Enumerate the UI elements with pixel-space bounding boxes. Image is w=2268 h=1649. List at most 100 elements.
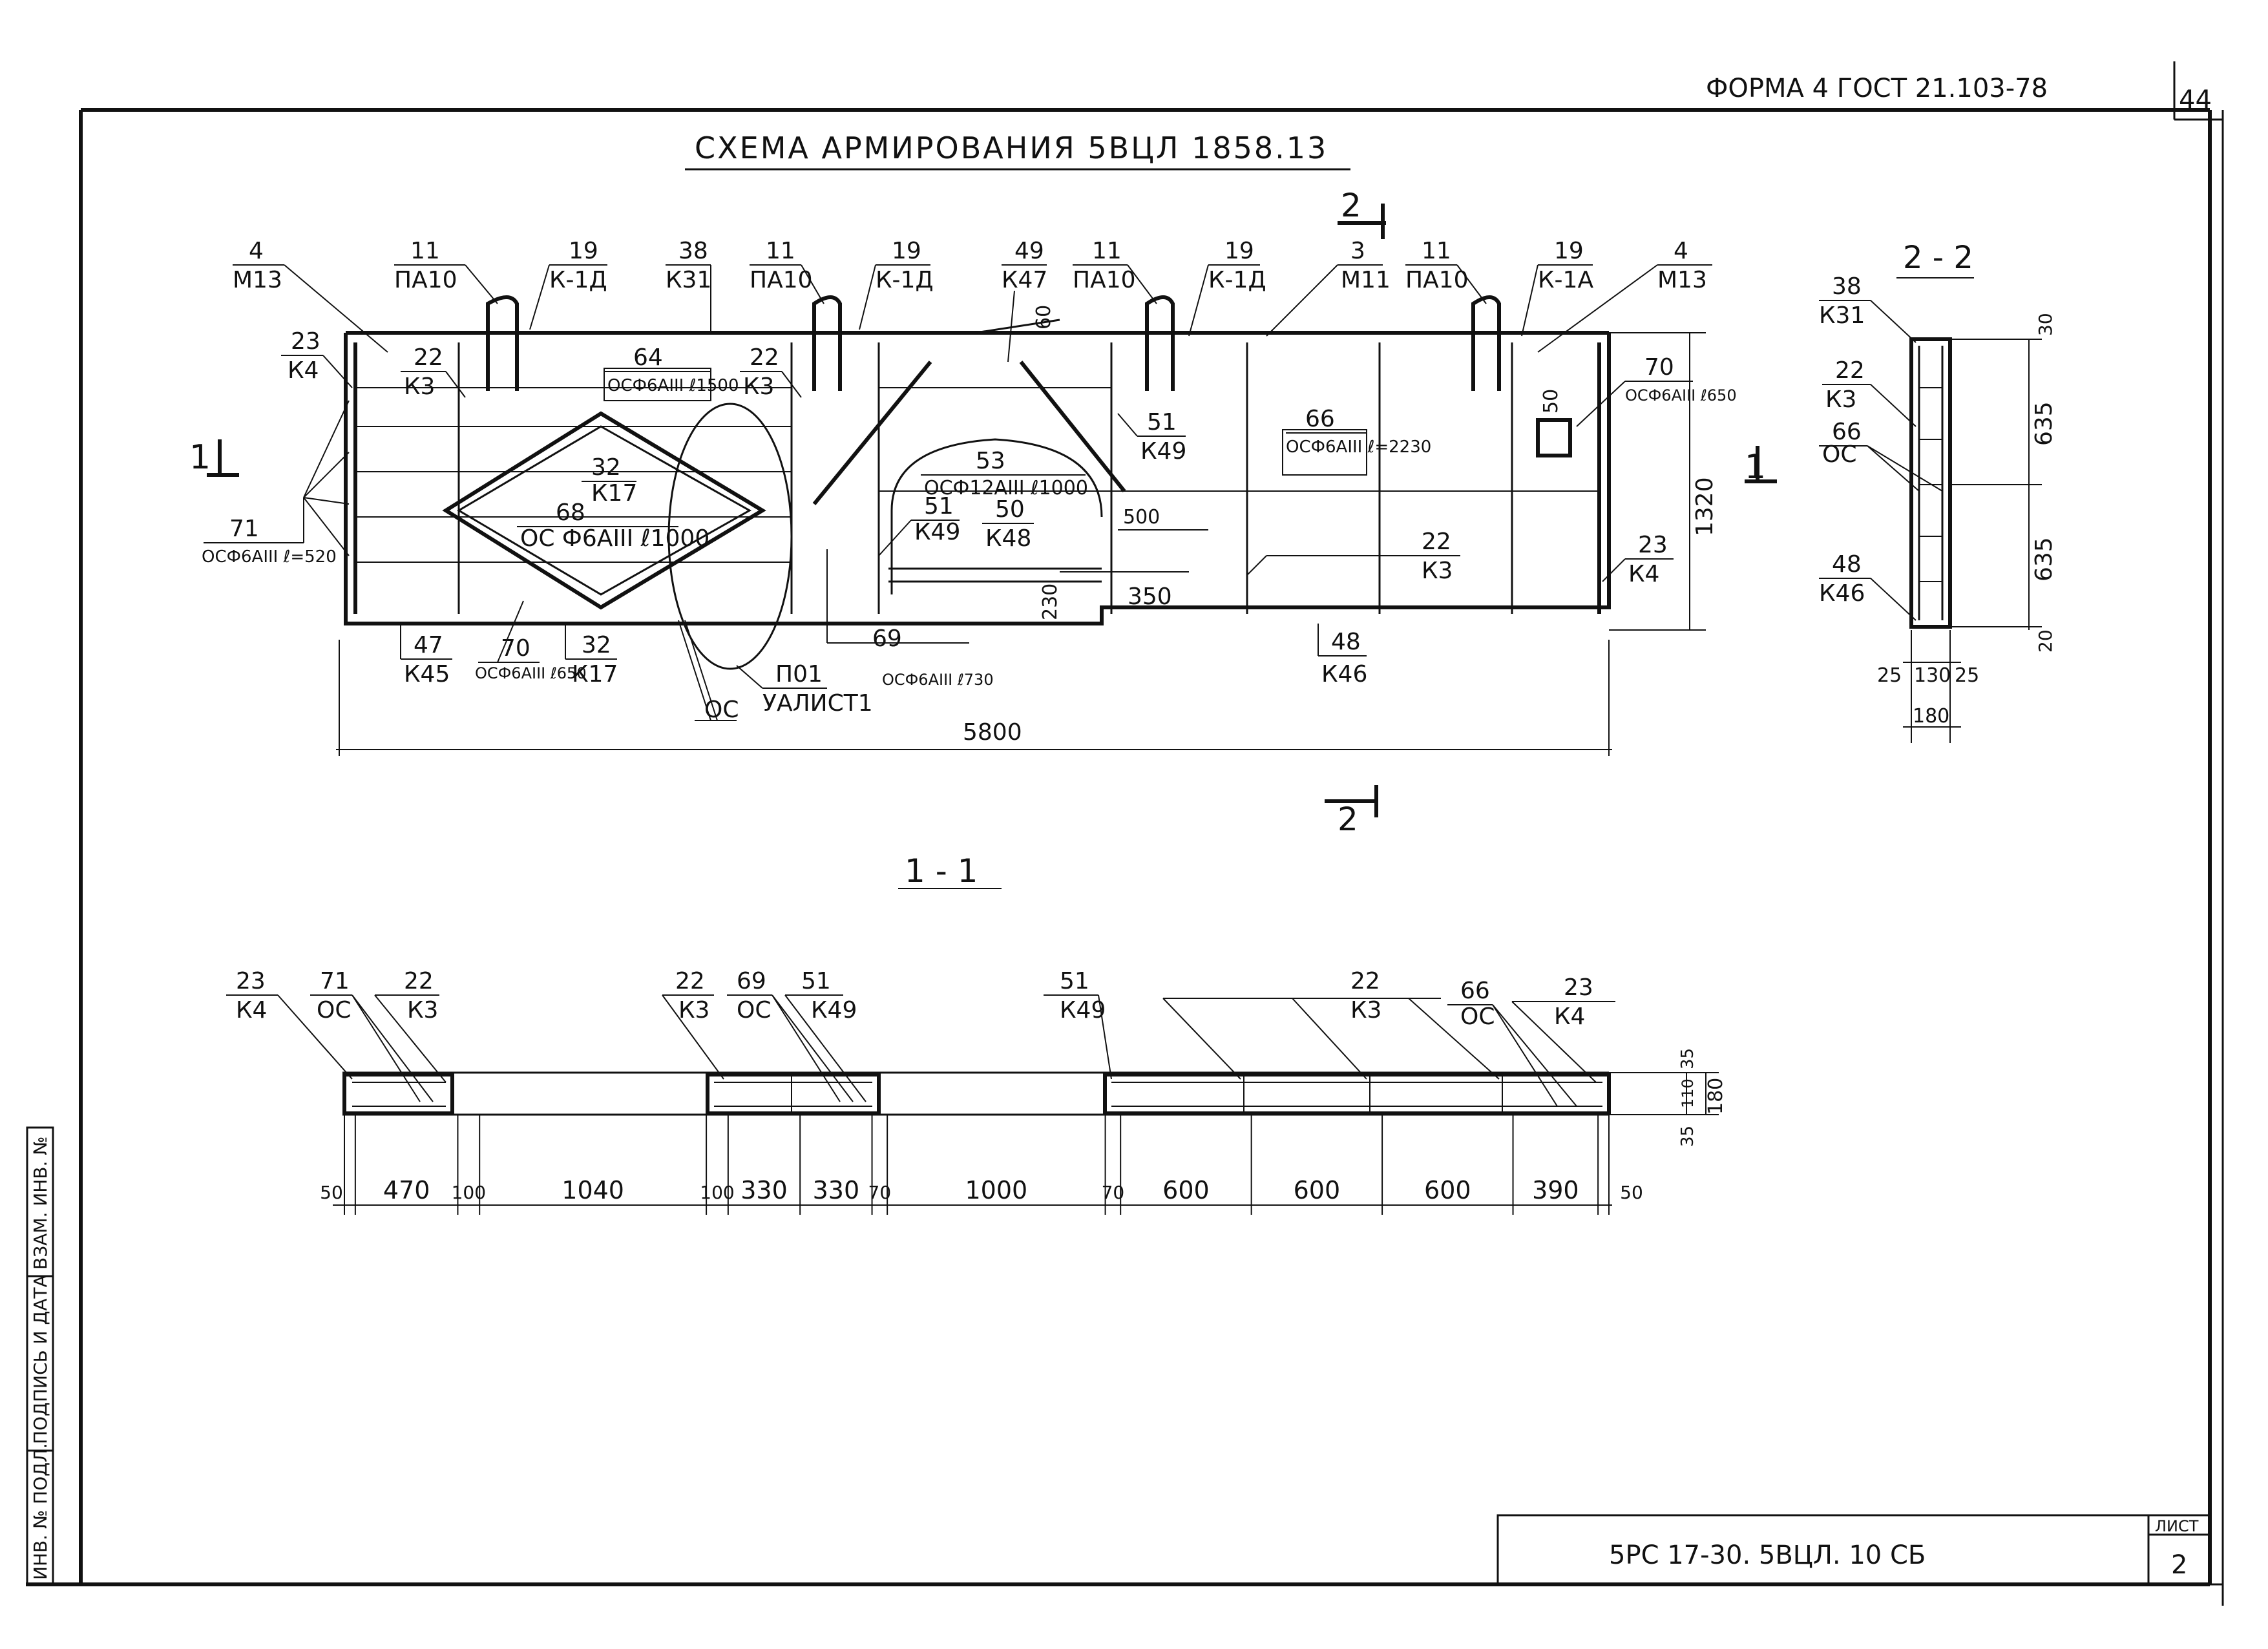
callout-num: 23 <box>291 328 320 355</box>
callout-mark: К49 <box>811 997 857 1024</box>
callout-mark: М13 <box>1657 267 1707 293</box>
dim-segment-label: 1040 <box>562 1176 624 1204</box>
s22-dim-upper: 635 <box>2031 401 2057 446</box>
callout-mark: ОС <box>1460 1003 1495 1030</box>
callout-mark: К47 <box>1002 267 1047 293</box>
dim-segment-label: 100 <box>452 1182 486 1203</box>
callout-num: 11 <box>766 238 795 264</box>
dim-segment-label: 50 <box>1620 1182 1643 1203</box>
title-sheet-label: ЛИСТ <box>2155 1517 2199 1535</box>
callout-num: 22 <box>1835 357 1865 384</box>
callout-num: 19 <box>1554 238 1584 264</box>
callout-mark: К-1Д <box>549 267 607 293</box>
callout-num: 11 <box>1092 238 1122 264</box>
callout-mark: ОСФ6АIII ℓ=2230 <box>1286 437 1431 457</box>
callout-num: 48 <box>1331 629 1361 655</box>
callout-mark: К49 <box>1060 997 1106 1024</box>
callout-mark: ПА10 <box>1073 267 1136 293</box>
callout-num: 32 <box>591 454 621 481</box>
callout-num: П01 <box>775 661 823 688</box>
stamp-vzam: ВЗАМ. ИНВ. № <box>30 1137 51 1270</box>
s22-dim-lower: 635 <box>2031 537 2057 582</box>
s11-h-top: 35 <box>1678 1048 1697 1069</box>
callout-num: 4 <box>1674 238 1688 264</box>
callout-mark: К-1Д <box>876 267 934 293</box>
callout-mark: К3 <box>404 373 435 400</box>
callout-mark: К48 <box>985 525 1031 552</box>
callout-mark: К3 <box>1350 997 1381 1024</box>
callout-num: 32 <box>582 632 611 658</box>
callout-mark: ОСФ6АIII ℓ730 <box>882 671 994 689</box>
callout-num: 23 <box>1638 532 1668 558</box>
callout-num: 66 <box>1832 419 1862 445</box>
callout-num: 38 <box>1832 273 1862 300</box>
title-designation: 5РС 17-30. 5ВЦЛ. 10 СБ <box>1609 1540 1926 1570</box>
s22-dim-top: 30 <box>2035 313 2056 336</box>
callout-mark: К3 <box>1825 386 1856 413</box>
callout-mark: ПА10 <box>750 267 813 293</box>
callout-mark: К4 <box>236 997 267 1024</box>
callout-num: 38 <box>678 238 708 264</box>
dim-segment-label: 390 <box>1532 1176 1579 1204</box>
callout-num: 70 <box>501 635 530 662</box>
dim-500: 500 <box>1123 506 1160 529</box>
callout-num: 51 <box>1147 409 1177 436</box>
s22-dim-bottom: 20 <box>2035 629 2056 653</box>
callout-mark: К-1Д <box>1208 267 1266 293</box>
dim-segment-label: 600 <box>1294 1176 1341 1204</box>
callout-num: 69 <box>872 625 902 652</box>
callout-mark: ОСФ6АIII ℓ650 <box>475 664 587 682</box>
callout-num: 68 <box>556 499 585 526</box>
callout-mark: К49 <box>914 519 960 545</box>
s22-dim-right: 25 <box>1955 664 1979 687</box>
callout-num: 19 <box>892 238 921 264</box>
s22-dim-total: 180 <box>1913 705 1949 728</box>
dim-60: 60 <box>1033 305 1055 330</box>
elevation-dimensions: 5800 1320 60 50 500 350 230 <box>336 305 1718 756</box>
callout-mark: К-1А <box>1538 267 1593 293</box>
callout-mark: ОС <box>317 997 351 1024</box>
callout-mark: К46 <box>1819 580 1865 607</box>
callout-num: 69 <box>737 968 766 994</box>
dim-50: 50 <box>1540 389 1562 414</box>
main-title: СХЕМА АРМИРОВАНИЯ 5ВЦЛ 1858.13 <box>695 131 1328 165</box>
section-2-2-title: 2 - 2 <box>1903 240 1973 276</box>
title-block: 5РС 17-30. 5ВЦЛ. 10 СБ ЛИСТ 2 <box>1496 1514 2211 1586</box>
callout-num: 22 <box>1350 968 1380 994</box>
callout-mark: К45 <box>404 661 450 688</box>
callout-mark: К3 <box>407 997 438 1024</box>
dim-segment-label: 50 <box>320 1182 343 1203</box>
callout-mark: К4 <box>1628 561 1659 587</box>
callout-mark: К31 <box>666 267 711 293</box>
callout-mark: ПА10 <box>394 267 457 293</box>
callout-num: 22 <box>750 344 779 371</box>
dim-height: 1320 <box>1692 477 1718 536</box>
callout-num: 23 <box>1564 974 1593 1001</box>
elevation-view <box>344 295 1611 670</box>
callout-mark: ОС <box>737 997 771 1024</box>
callout-num: 51 <box>801 968 831 994</box>
stamp-podpis: ПОДПИСЬ И ДАТА <box>30 1275 51 1444</box>
callout-mark: М13 <box>233 267 282 293</box>
callout-num: 19 <box>1224 238 1254 264</box>
callout-mark: К31 <box>1819 302 1865 329</box>
callout-num: 71 <box>229 516 259 542</box>
callout-mark: ОС <box>1822 441 1856 468</box>
callout-num: 3 <box>1350 238 1365 264</box>
callout-mark: К46 <box>1321 661 1367 688</box>
callout-num: 22 <box>1422 529 1451 555</box>
callout-mark: К4 <box>1554 1003 1585 1030</box>
callout-mark: УАЛИСТ1 <box>762 690 873 717</box>
callout-num: 22 <box>414 344 443 371</box>
dim-segment-label: 100 <box>700 1182 734 1203</box>
oc-label: ОС <box>704 697 739 723</box>
callout-mark: ОСФ6АIII ℓ=520 <box>202 547 337 567</box>
callout-num: 66 <box>1460 978 1490 1004</box>
callout-mark: К3 <box>678 997 709 1024</box>
callout-num: 22 <box>675 968 705 994</box>
callout-num: 66 <box>1305 406 1335 432</box>
callout-mark: ОСФ6АIII ℓ650 <box>1625 386 1737 404</box>
callout-num: 22 <box>404 968 434 994</box>
